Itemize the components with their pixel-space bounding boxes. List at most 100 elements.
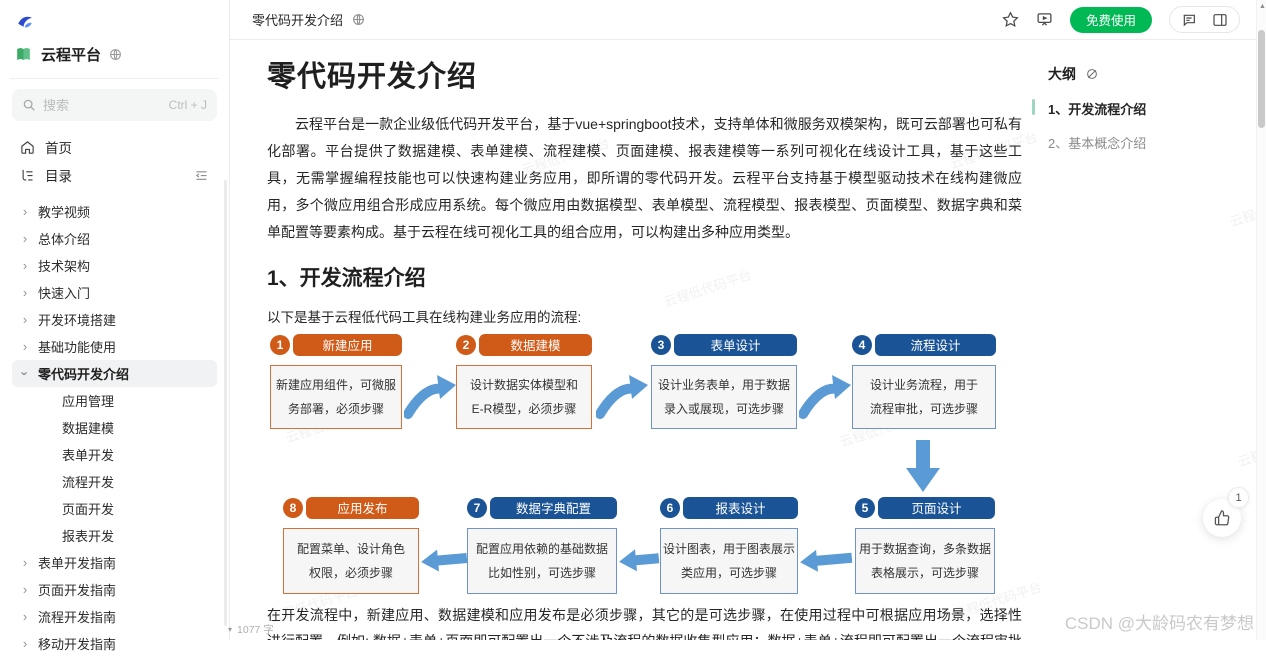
- sidebar-item[interactable]: ›总体介绍: [12, 225, 217, 252]
- chevron-right-icon: ›: [22, 609, 28, 624]
- search-icon: [22, 98, 36, 112]
- flow-arrow-left-icon: [421, 549, 468, 572]
- search-box[interactable]: Ctrl + J: [12, 89, 217, 121]
- step-title: 报表设计: [683, 496, 798, 519]
- sidebar-item-label: 总体介绍: [38, 232, 91, 247]
- layout-sidebar-icon[interactable]: [1212, 12, 1228, 28]
- sidebar-subitem[interactable]: 表单开发: [12, 441, 217, 468]
- workspace-switcher[interactable]: 云程平台: [12, 36, 217, 72]
- search-input[interactable]: [43, 97, 162, 113]
- step-description: 设计数据实体模型和 E-R模型，必须步骤: [456, 364, 592, 429]
- outline-item[interactable]: 2、基本概念介绍: [1048, 133, 1244, 152]
- intro-paragraph: 云程平台是一款企业级低代码开发平台，基于vue+springboot技术，支持单…: [267, 115, 1022, 240]
- sidebar-item-label: 移动开发指南: [38, 637, 117, 652]
- sidebar-divider: [10, 78, 219, 79]
- sidebar-item[interactable]: › 快速入门: [12, 279, 217, 306]
- step-description: 配置应用依赖的基础数据 比如性别，可选步骤: [467, 527, 617, 594]
- step-title: 新建应用: [293, 333, 402, 356]
- sidebar-item[interactable]: ›教学视频: [12, 198, 217, 225]
- scrollbar-up-arrow-icon: ▲: [1259, 3, 1266, 10]
- app-logo[interactable]: [12, 10, 217, 36]
- collapse-all-icon[interactable]: [194, 168, 209, 183]
- sidebar-item-label: 零代码开发介绍: [38, 367, 130, 382]
- step-title: 流程设计: [875, 333, 996, 356]
- sidebar-item[interactable]: ›流程开发指南: [12, 603, 217, 630]
- flow-arrow-down-icon: [906, 439, 940, 492]
- sidebar-item-label: 快速入门: [38, 286, 91, 301]
- sidebar-item-label: 基础功能使用: [38, 340, 117, 355]
- presentation-icon[interactable]: [1036, 11, 1053, 28]
- sidebar-item-label: 应用管理: [62, 394, 115, 409]
- flow-arrow-left-icon: [619, 549, 660, 572]
- chevron-right-icon: ›: [22, 636, 28, 651]
- comment-icon[interactable]: [1181, 12, 1197, 28]
- sidebar-item-active[interactable]: › 零代码开发介绍: [12, 360, 217, 387]
- document-body: 零代码开发介绍 云程平台是一款企业级低代码开发平台，基于vue+springbo…: [230, 40, 1032, 640]
- sidebar-item[interactable]: ›开发环境搭建: [12, 306, 217, 333]
- chevron-down-icon: ›: [17, 371, 33, 376]
- sidebar-item-label: 表单开发: [62, 448, 115, 463]
- page-scrollbar[interactable]: ▲: [1256, 0, 1266, 640]
- step-title: 应用发布: [306, 496, 419, 519]
- free-use-button[interactable]: 免费使用: [1069, 6, 1152, 33]
- sidebar: 云程平台 Ctrl + J 首页: [0, 0, 230, 652]
- book-icon: [14, 45, 33, 64]
- chevron-right-icon: ›: [22, 582, 28, 597]
- csdn-watermark: CSDN @大龄码农有梦想: [1064, 614, 1254, 633]
- like-count-badge: 1: [1228, 487, 1249, 508]
- step-number: 1: [270, 334, 290, 355]
- star-icon[interactable]: [1002, 11, 1019, 28]
- closing-paragraph: 在开发流程中，新建应用、数据建模和应用发布是必须步骤，其它的是可选步骤，在使用过…: [267, 606, 1022, 640]
- sidebar-item-label: 页面开发指南: [38, 583, 117, 598]
- sidebar-item-label: 首页: [45, 141, 72, 156]
- page-scrollbar-thumb[interactable]: [1258, 30, 1265, 128]
- sidebar-item-label: 页面开发: [62, 502, 115, 517]
- outline-item[interactable]: 1、开发流程介绍: [1032, 99, 1244, 118]
- step-number: 8: [283, 497, 303, 518]
- eye-off-icon[interactable]: [1085, 67, 1099, 81]
- sidebar-item-home[interactable]: 首页: [12, 133, 217, 161]
- outline-panel: 大纲 1、开发流程介绍 2、基本概念介绍: [1032, 40, 1244, 152]
- sidebar-scrollbar[interactable]: [224, 180, 227, 626]
- like-button[interactable]: [1203, 499, 1241, 537]
- topbar-icon-group: [1169, 6, 1240, 33]
- sidebar-item-toc[interactable]: 目录: [12, 161, 217, 189]
- chevron-right-icon: ›: [22, 339, 28, 354]
- step-description: 新建应用组件，可微服 务部署，必须步骤: [270, 364, 402, 429]
- outline-item-label: 1、开发流程介绍: [1048, 102, 1147, 117]
- scroll-down-indicator-icon: ▾: [228, 625, 233, 634]
- globe-icon: [352, 13, 365, 26]
- home-icon: [20, 140, 35, 155]
- step-number: 3: [651, 334, 671, 355]
- sidebar-item[interactable]: ›表单开发指南: [12, 549, 217, 576]
- step-number: 6: [660, 497, 680, 518]
- sidebar-item-label: 流程开发: [62, 475, 115, 490]
- thumbs-up-icon: [1213, 509, 1231, 527]
- sidebar-item[interactable]: › 页面开发指南: [12, 576, 217, 603]
- sidebar-subitem[interactable]: 报表开发: [12, 522, 217, 549]
- step-number: 5: [855, 497, 875, 518]
- breadcrumb[interactable]: 零代码开发介绍: [252, 13, 344, 28]
- flow-arrow-right-icon: [799, 374, 851, 419]
- chevron-right-icon: ›: [22, 258, 28, 273]
- sidebar-item[interactable]: › 基础功能使用: [12, 333, 217, 360]
- sidebar-item-label: 数据建模: [62, 421, 115, 436]
- chevron-right-icon: ›: [22, 285, 28, 300]
- flow-arrow-right-icon: [596, 374, 648, 419]
- flow-arrow-right-icon: [404, 374, 456, 419]
- workspace-name: 云程平台: [41, 46, 102, 64]
- page-title: 零代码开发介绍: [267, 61, 478, 93]
- sidebar-item[interactable]: ›技术架构: [12, 252, 217, 279]
- sidebar-subitem[interactable]: 数据建模: [12, 414, 217, 441]
- step-description: 用于数据查询，多条数据 表格展示，可选步骤: [855, 527, 995, 594]
- sidebar-subitem[interactable]: 流程开发: [12, 468, 217, 495]
- sidebar-item[interactable]: › 移动开发指南: [12, 630, 217, 657]
- sidebar-subitem[interactable]: 页面开发: [12, 495, 217, 522]
- sidebar-item-label: 目录: [45, 169, 72, 184]
- sidebar-subitem[interactable]: 应用管理: [12, 387, 217, 414]
